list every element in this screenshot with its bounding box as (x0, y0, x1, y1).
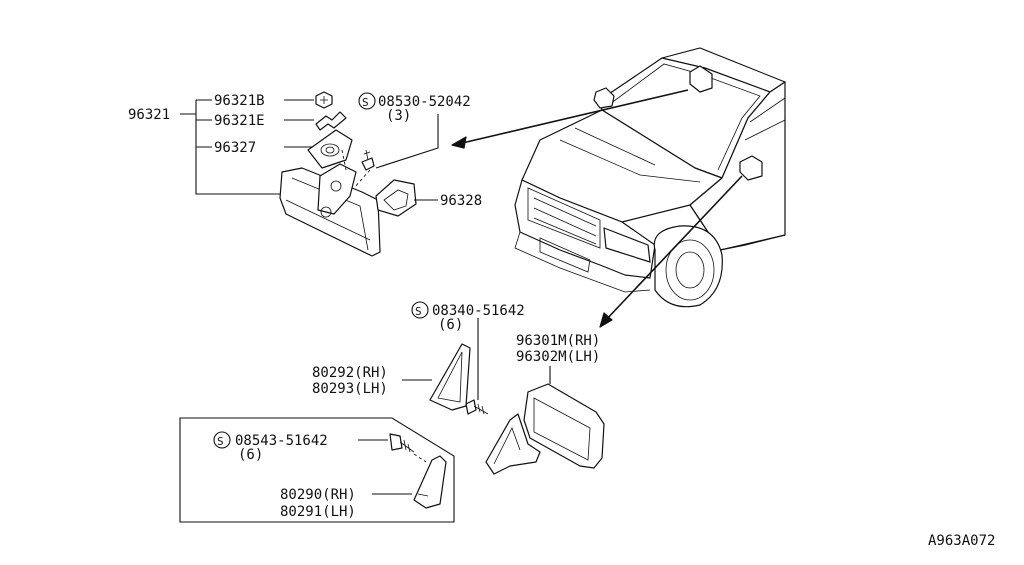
wheel-hub (675, 251, 705, 289)
label-96321E: 96321E (214, 113, 265, 129)
label-screw-top: 08530-52042 (378, 94, 471, 110)
screw-mid-head (465, 399, 477, 415)
hood-crease (559, 139, 701, 183)
finisher-part (413, 455, 447, 509)
hood-crease-2 (574, 127, 656, 166)
label-screw-box: 08543-51642 (235, 433, 328, 449)
label-finisher-lh: 80291(LH) (280, 504, 356, 520)
door-mirror-base-inner (493, 426, 521, 465)
wheel-rim (665, 239, 715, 301)
mount-base-hole-inner (325, 146, 335, 154)
grille-slats (533, 197, 597, 245)
standard-part-symbol-box (213, 431, 231, 449)
symbol-s-top: S (362, 96, 369, 109)
windshield-inner (609, 63, 761, 171)
screw-mid-thread (473, 403, 489, 415)
side-window-lines (744, 97, 786, 141)
label-door-mirror-rh: 96301M(RH) (516, 333, 600, 349)
label-screw-mid: 08340-51642 (432, 303, 525, 319)
diagram-code: A963A072 (928, 533, 995, 549)
mount-base-part (307, 129, 353, 169)
symbol-s-box: S (217, 435, 224, 448)
clip-part (315, 111, 347, 131)
label-cover-rh: 80292(RH) (312, 365, 388, 381)
front-wheel (653, 225, 723, 308)
label-96321B: 96321B (214, 93, 265, 109)
finisher-set-box: S 08543-51642 (6) 80290(RH) 80291(LH) (179, 417, 455, 523)
arrowhead-inner (451, 136, 467, 149)
door-mirror-assembly: S 08340-51642 (6) 80292(RH) 80293(LH) 96… (312, 301, 605, 475)
front-fascia (514, 179, 656, 279)
inside-mirror-edge (285, 199, 371, 241)
stay-pivot (330, 180, 342, 192)
mount-base-hole (320, 143, 340, 157)
leader-screw-top (375, 114, 439, 169)
label-screw-mid-qty: (6) (438, 317, 463, 333)
inside-mirror-assembly: 96321 96321B 96321E 96327 S 08530-52042 … (128, 91, 482, 257)
license-plate (539, 237, 591, 273)
label-screw-box-qty: (6) (238, 447, 263, 463)
screw-box-thread (399, 439, 415, 453)
screw-top-dashed (353, 169, 371, 189)
grille (527, 187, 601, 249)
label-96328: 96328 (440, 193, 482, 209)
door-mirror-housing (523, 383, 605, 469)
bracket-96321 (180, 99, 282, 195)
windshield-mirror (689, 65, 713, 93)
arrow-to-inner-mirror (457, 89, 689, 145)
label-cover-lh: 80293(LH) (312, 381, 388, 397)
mirror-cover-inner (383, 189, 409, 211)
triangle-cover-inner (437, 351, 463, 403)
mirror-stay (317, 163, 357, 215)
door-mirror-base (485, 413, 541, 475)
inside-mirror-face (291, 177, 369, 251)
stay-joint (320, 206, 332, 218)
label-96327: 96327 (214, 140, 256, 156)
headlight (603, 227, 651, 263)
left-door-mirror-small (593, 87, 615, 109)
screw-box-dashed (413, 453, 427, 463)
finisher-tab (417, 493, 429, 497)
arrowhead-door (599, 312, 613, 328)
finisher-box-outline (179, 417, 455, 523)
vehicle-illustration (514, 47, 787, 308)
screw-top-part (361, 157, 375, 171)
arrow-to-door-mirror (603, 175, 743, 323)
symbol-s-mid: S (415, 305, 422, 318)
standard-part-symbol-top (358, 92, 376, 110)
label-96321: 96321 (128, 107, 170, 123)
door-mirror-glass (533, 397, 591, 461)
label-door-mirror-lh: 96302M(LH) (516, 349, 600, 365)
screw-box-head (389, 433, 403, 451)
standard-part-symbol-mid (411, 301, 429, 319)
label-finisher-rh: 80290(RH) (280, 487, 356, 503)
label-screw-top-qty: (3) (386, 108, 411, 124)
screw-cap-cross (320, 96, 328, 104)
pointer-arrows (451, 89, 743, 328)
screw-top-thread (363, 149, 371, 161)
mirror-cover-part (375, 179, 417, 217)
right-door-mirror-small (739, 155, 763, 181)
